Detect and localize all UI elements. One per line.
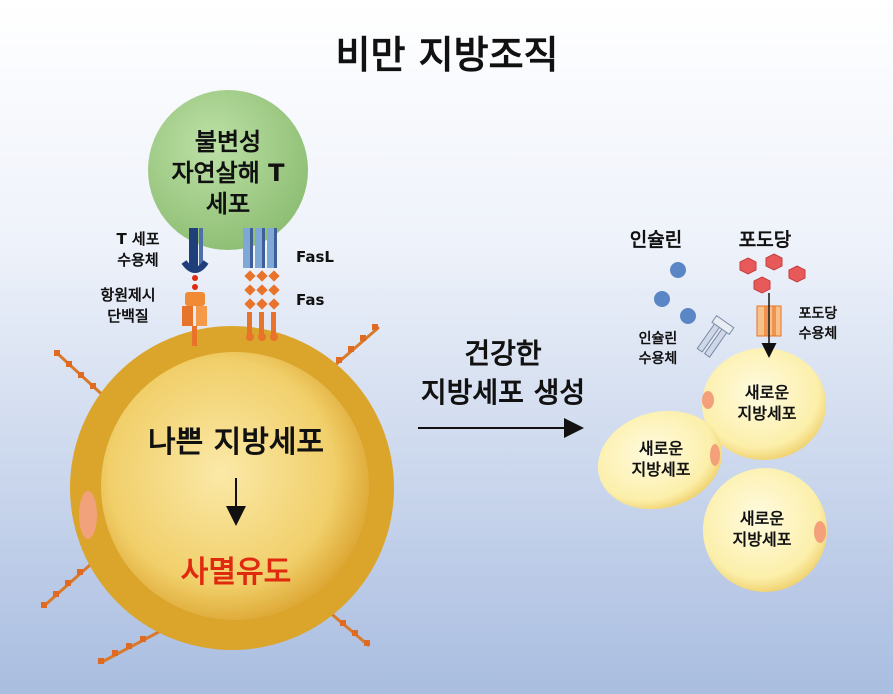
bad-cell-nucleus bbox=[79, 491, 97, 539]
inkt-line1: 불변성 bbox=[195, 128, 261, 156]
insulin-receptor-line1: 인슐린 bbox=[639, 330, 678, 347]
fasl-label: FasL bbox=[296, 248, 334, 266]
inkt-line2: 자연살해 T bbox=[171, 159, 285, 187]
spike-dots bbox=[41, 324, 378, 664]
inkt-line3: 세포 bbox=[206, 190, 250, 218]
tcr-label-line2: 수용체 bbox=[117, 251, 158, 269]
new-cell-2-line1: 새로운 bbox=[639, 439, 683, 458]
bad-adipocyte: 나쁜 지방세포 사멸유도 bbox=[41, 324, 394, 664]
glucose-label: 포도당 bbox=[739, 229, 792, 251]
bad-cell-label: 나쁜 지방세포 bbox=[148, 425, 324, 460]
glucose-receptor-line2: 수용체 bbox=[799, 326, 838, 342]
antigen-signal bbox=[192, 275, 198, 290]
new-cell-1-line2: 지방세포 bbox=[738, 404, 797, 423]
new-cell-1-line1: 새로운 bbox=[745, 383, 789, 402]
fas-label: Fas bbox=[296, 291, 324, 309]
diagram-title: 비만 지방조직 bbox=[336, 33, 559, 77]
process-line1: 건강한 bbox=[464, 337, 542, 370]
t-cell-receptor bbox=[181, 228, 209, 273]
antigen-label-line2: 단백질 bbox=[107, 307, 148, 325]
process-line2: 지방세포 생성 bbox=[421, 376, 585, 409]
fasl-ligands bbox=[243, 228, 277, 268]
fas-receptors bbox=[244, 270, 280, 341]
insulin-receptor-line2: 수용체 bbox=[639, 351, 678, 367]
insulin-receptor bbox=[696, 314, 735, 358]
glucose-receptor-line1: 포도당 bbox=[799, 305, 838, 322]
inkt-cell: 불변성 자연살해 T 세포 bbox=[148, 90, 308, 250]
antigen-presenting-protein bbox=[182, 292, 207, 346]
new-adipocyte-left: 새로운 지방세포 bbox=[597, 410, 723, 510]
insulin-label: 인슐린 bbox=[630, 229, 682, 251]
death-induction-label: 사멸유도 bbox=[181, 555, 291, 590]
tcr-label-line1: T 세포 bbox=[116, 230, 159, 248]
insulin-molecules bbox=[654, 262, 696, 324]
new-cell-3-line2: 지방세포 bbox=[733, 530, 792, 549]
antigen-label-line1: 항원제시 bbox=[100, 286, 155, 304]
glucose-molecules bbox=[739, 253, 806, 294]
new-adipocyte-bottom: 새로운 지방세포 bbox=[703, 468, 827, 592]
new-adipocyte-top: 새로운 지방세포 bbox=[702, 348, 826, 460]
inkt-cell-body bbox=[148, 90, 308, 250]
new-cell-3-line1: 새로운 bbox=[740, 509, 784, 528]
new-cell-2-line2: 지방세포 bbox=[632, 460, 691, 479]
